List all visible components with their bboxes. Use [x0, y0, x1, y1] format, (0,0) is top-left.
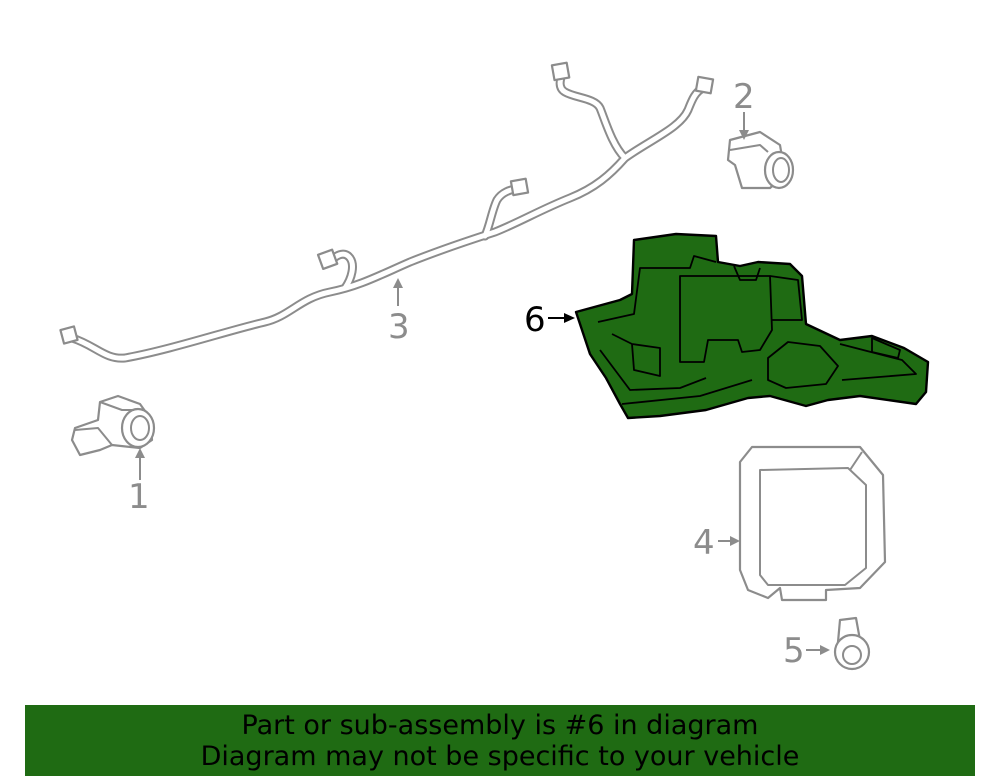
callout-5: 5 — [783, 631, 805, 671]
callout-2: 2 — [733, 77, 755, 117]
part-4-cover-bracket[interactable] — [738, 445, 887, 602]
part-2-parking-sensor[interactable] — [726, 130, 795, 190]
banner-line-2: Diagram may not be specific to your vehi… — [200, 741, 800, 772]
info-banner: Part or sub-assembly is #6 in diagram Di… — [25, 705, 975, 776]
callout-1: 1 — [128, 477, 150, 517]
part-5-bolt[interactable] — [833, 616, 871, 671]
part-1-parking-sensor[interactable] — [70, 394, 156, 457]
banner-line-1: Part or sub-assembly is #6 in diagram — [241, 710, 759, 741]
callout-6: 6 — [524, 300, 546, 340]
callout-3: 3 — [388, 307, 410, 347]
part-3-wire-harness[interactable] — [59, 61, 715, 363]
callout-4: 4 — [693, 523, 715, 563]
part-6-bracket-assembly[interactable] — [574, 232, 930, 420]
callout-arrows — [135, 112, 830, 655]
connector-icon — [59, 61, 715, 345]
